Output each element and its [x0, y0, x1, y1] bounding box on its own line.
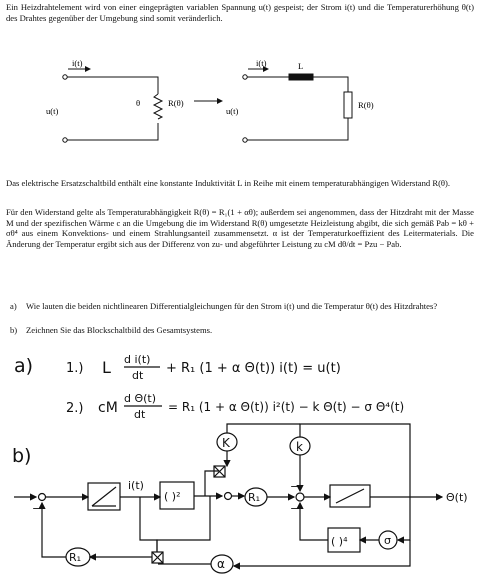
- bd-k-label: k: [296, 440, 303, 454]
- question-b-text: Zeichnen Sie das Blockschaltbild des Ges…: [26, 325, 213, 335]
- hw-eq2-left: cM: [98, 400, 118, 416]
- handwritten-equations: a) 1.) L d i(t) dt + R₁ (1 + α Θ(t)) i(t…: [12, 353, 404, 467]
- bd-signal-theta: Θ(t): [446, 491, 468, 504]
- bd-sum-1: [37, 492, 47, 502]
- bd-theta-to-kappa: [226, 423, 300, 433]
- hw-b-label: b): [12, 445, 31, 467]
- widerstand-paragraph: Für den Widerstand gelte als Temperatura…: [6, 207, 474, 249]
- bd-kappa-label: K: [222, 436, 231, 450]
- hw-a-label: a): [14, 355, 33, 377]
- c1-theta-label: θ: [136, 98, 140, 108]
- bd-r1-left-label: R₁: [69, 551, 81, 564]
- bd-minus-3: −: [32, 502, 41, 515]
- hw-eq2-frac-num: d Θ(t): [124, 392, 156, 405]
- question-b: b) Zeichnen Sie das Blockschaltbild des G…: [6, 325, 474, 336]
- hw-eq2-number: 2.): [66, 401, 83, 416]
- hw-eq1-frac-num: d i(t): [124, 353, 150, 366]
- inductor-block: [288, 73, 314, 81]
- c1-resistor-label: R(θ): [168, 98, 184, 108]
- hw-eq2-right: = R₁ (1 + α Θ(t)) i²(t) − k Θ(t) − σ Θ⁴(…: [168, 400, 404, 414]
- c2-inductor-label: L: [298, 61, 303, 71]
- hw-eq1-left: L: [102, 358, 111, 377]
- bd-theta-to-alpha: [232, 540, 411, 570]
- wire-top-2b: [313, 76, 349, 92]
- bd-mult-to-line: [204, 470, 219, 496]
- bd-sigma-label: σ: [384, 534, 391, 547]
- hw-eq1-number: 1.): [66, 361, 83, 376]
- terminal-top-1: [62, 74, 68, 80]
- wire-bottom-1: [67, 123, 159, 141]
- bd-signal-i: i(t): [128, 479, 144, 492]
- hw-eq2-frac-den: dt: [134, 408, 146, 421]
- terminal-bottom-1: [62, 137, 68, 143]
- bd-r1-label: R₁: [248, 491, 260, 504]
- question-a: a) Wie lauten die beiden nichtlinearen Di…: [6, 301, 474, 312]
- c1-current-label: i(t): [72, 58, 83, 68]
- circuit-1: [62, 66, 164, 143]
- question-b-label: b): [10, 325, 18, 335]
- bd-integrator-2-slash: [335, 488, 365, 504]
- wire-bottom-2: [247, 118, 349, 141]
- bd-square-label: ( )²: [164, 490, 181, 503]
- bd-sum-3: [295, 492, 305, 502]
- c2-voltage-label: u(t): [226, 106, 239, 116]
- bd-multiplier-2-x: [151, 551, 164, 564]
- bd-multiplier-1-x: [213, 465, 226, 478]
- bd-minus-1: −: [290, 480, 299, 493]
- bd-theta-to-sigma: [396, 497, 411, 544]
- intro-paragraph: Ein Heizdrahtelement wird von einer eing…: [6, 2, 474, 23]
- bd-integrator-2: [329, 484, 371, 508]
- bd-r1-to-sum1: [38, 501, 66, 558]
- ersatz-paragraph: Das elektrische Ersatzschaltbild enthält…: [6, 178, 451, 188]
- block-diagram: [14, 423, 444, 574]
- circuit-2: [242, 66, 353, 143]
- question-a-label: a): [10, 301, 17, 311]
- bd-sum-2: [223, 491, 233, 501]
- c2-resistor-label: R(θ): [358, 100, 374, 110]
- bd-integrator-1-slash: [91, 486, 117, 507]
- bd-pow4-label: ( )⁴: [331, 535, 348, 548]
- hw-eq1-frac-den: dt: [132, 369, 144, 382]
- terminal-bottom-2: [242, 137, 248, 143]
- bd-pow4-to-sum3: [296, 501, 328, 541]
- c1-voltage-label: u(t): [46, 106, 59, 116]
- question-a-text: Wie lauten die beiden nichtlinearen Diff…: [26, 301, 438, 311]
- c2-current-label: i(t): [256, 58, 267, 68]
- bd-alpha-label: α: [217, 557, 225, 571]
- bd-mult2-up: [156, 496, 211, 552]
- hw-eq1-right: + R₁ (1 + α Θ(t)) i(t) = u(t): [166, 361, 341, 376]
- terminal-top-2: [242, 74, 248, 80]
- wire-top-1: [67, 76, 159, 94]
- bd-minus-2: −: [290, 502, 299, 515]
- bd-theta-to-k: [299, 423, 411, 497]
- resistor-zigzag-1: [152, 93, 164, 120]
- resistor-box-2: [343, 91, 353, 119]
- bd-i-to-mult2: [139, 497, 158, 552]
